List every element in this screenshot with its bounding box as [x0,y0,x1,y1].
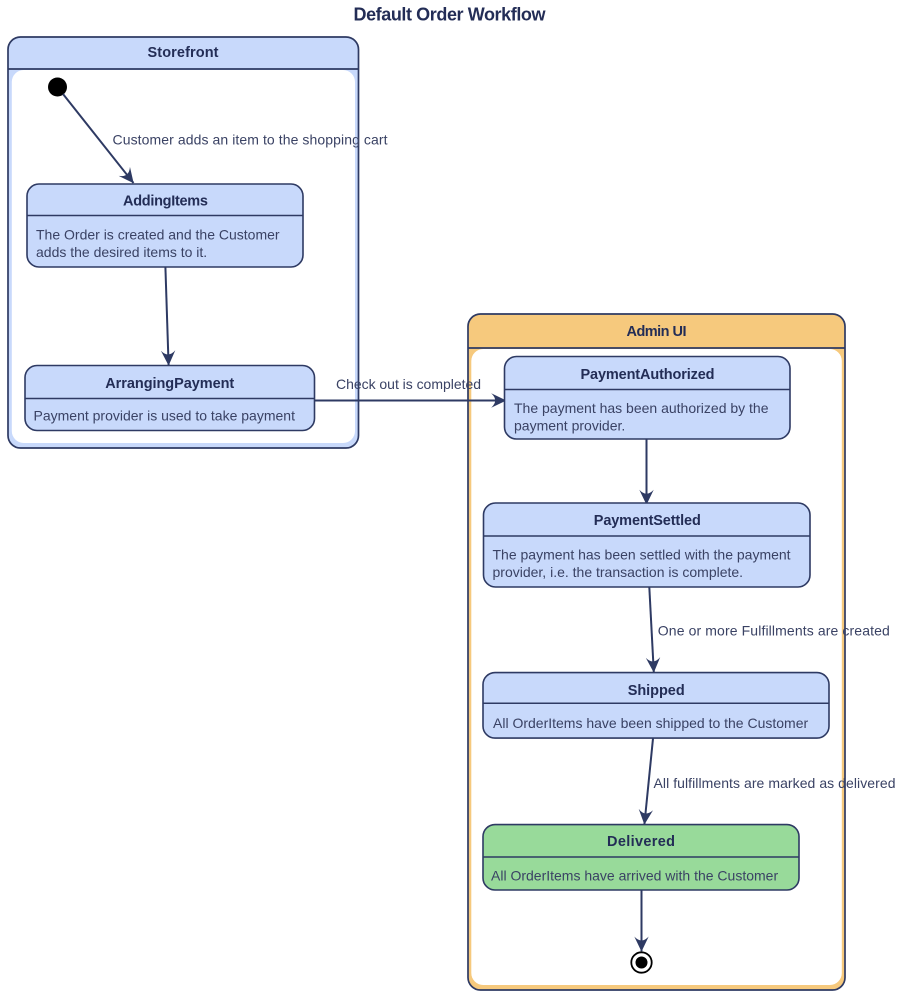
svg-text:Payment provider is used to ta: Payment provider is used to take payment [34,408,296,424]
svg-text:Default Order Workflow: Default Order Workflow [354,4,547,24]
svg-text:Shipped: Shipped [628,683,685,699]
svg-text:All OrderItems have arrived wi: All OrderItems have arrived with the Cus… [491,868,778,884]
svg-text:provider, i.e. the transaction: provider, i.e. the transaction is comple… [493,564,744,580]
svg-text:Delivered: Delivered [607,834,675,850]
svg-text:Customer adds an item to the s: Customer adds an item to the shopping ca… [113,132,388,148]
svg-text:ArrangingPayment: ArrangingPayment [105,376,234,392]
svg-text:All fulfillments are marked as: All fulfillments are marked as delivered [654,775,896,791]
svg-text:The Order is created and the C: The Order is created and the Customer [36,226,280,242]
svg-text:AddingItems: AddingItems [123,193,208,209]
svg-text:Admin UI: Admin UI [627,324,687,340]
svg-text:All OrderItems have been shipp: All OrderItems have been shipped to the … [493,715,809,731]
svg-text:payment provider.: payment provider. [514,417,625,433]
svg-text:Storefront: Storefront [148,45,219,61]
svg-text:PaymentAuthorized: PaymentAuthorized [581,367,715,383]
svg-text:The payment has been authorize: The payment has been authorized by the [514,400,769,416]
svg-text:The payment has been settled w: The payment has been settled with the pa… [493,547,791,563]
svg-text:adds the desired items to it.: adds the desired items to it. [36,244,207,260]
svg-text:One or more Fulfillments are c: One or more Fulfillments are created [658,623,890,639]
svg-text:PaymentSettled: PaymentSettled [594,513,701,529]
svg-text:Check out is completed: Check out is completed [336,376,481,392]
